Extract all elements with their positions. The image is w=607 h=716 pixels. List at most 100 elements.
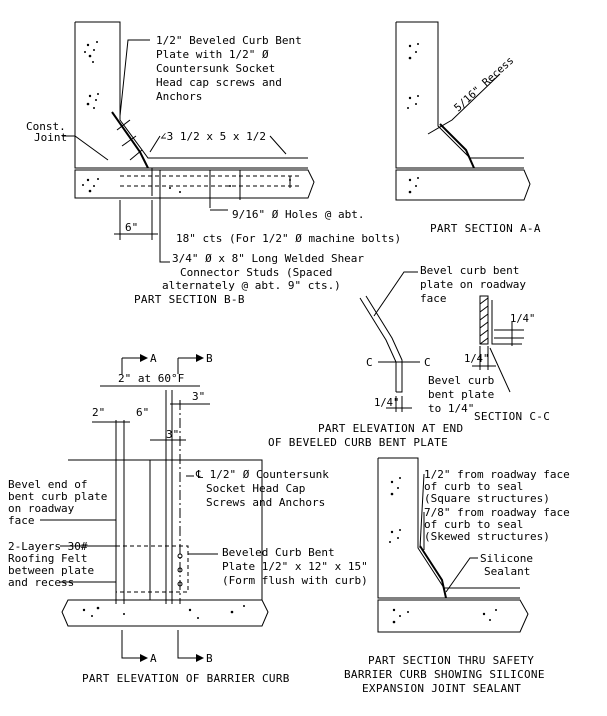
svg-text:Roofing Felt: Roofing Felt xyxy=(8,552,87,565)
svg-text:Bevel end of: Bevel end of xyxy=(8,478,87,491)
dim-quarter-end xyxy=(386,396,412,412)
holes-label-2: 18" cts (For 1/2" Ø machine bolts) xyxy=(176,232,401,245)
svg-text:Anchors: Anchors xyxy=(156,90,202,103)
dim-6-bb xyxy=(114,200,158,240)
svg-text:between plate: between plate xyxy=(8,564,94,577)
sealant-label-2: Sealant xyxy=(484,565,530,578)
deck-dots-aa xyxy=(408,177,419,194)
bevel-note: Bevel curb bent plate on roadway face xyxy=(420,264,526,305)
svg-text:1/2" Beveled Curb Bent: 1/2" Beveled Curb Bent xyxy=(156,34,302,47)
dim-6-elev-label: 6" xyxy=(136,406,149,419)
const-joint-label-2: Joint xyxy=(34,131,67,144)
title-section-bb: PART SECTION B-B xyxy=(134,293,245,306)
section-mark-a-bot xyxy=(121,630,140,659)
aggregate-dots-seal xyxy=(389,477,401,543)
const-joint-leader xyxy=(62,135,109,161)
svg-text:(Form flush with curb): (Form flush with curb) xyxy=(222,574,368,587)
deck-slab-seal xyxy=(377,599,529,633)
title-end-1: PART ELEVATION AT END xyxy=(318,422,463,435)
cc-dim-left-label: 1/4" xyxy=(464,353,489,365)
screw-3 xyxy=(177,581,183,587)
part-section-bb: 6" Const. Joint 1/2" Beveled Curb Bent P… xyxy=(26,21,401,306)
c-right-label: C xyxy=(424,356,431,369)
svg-text:and recess: and recess xyxy=(8,576,74,589)
part-section-seal: 1/2" from roadway face of curb to seal (… xyxy=(344,457,570,695)
cc-dim-left xyxy=(472,346,496,370)
dim-2-label: 2" xyxy=(92,406,105,419)
cc-hatch xyxy=(479,297,489,345)
arrow-b-top xyxy=(196,354,204,362)
part-elevation-barrier: A B 2" at 60°F 3" 2" 6" 3" xyxy=(8,352,368,685)
svg-text:Head cap screws and: Head cap screws and xyxy=(156,76,282,89)
plate-dashed-rect xyxy=(116,545,189,593)
plate-note-bb: 1/2" Beveled Curb Bent Plate with 1/2" Ø… xyxy=(156,34,302,103)
aggregate-dots xyxy=(84,41,99,109)
const-joint-label-1: Const. xyxy=(26,120,66,133)
plate-note-leader xyxy=(119,39,150,117)
studs-label: 3/4" Ø x 8" Long Welded Shear xyxy=(172,252,364,265)
svg-text:bent curb plate: bent curb plate xyxy=(8,490,107,503)
svg-text:face: face xyxy=(8,514,35,527)
deck-dots-seal xyxy=(392,608,497,624)
deck-slab-bb xyxy=(74,169,315,199)
deck-dots-bb xyxy=(82,178,291,193)
barrier-outline-aa xyxy=(395,21,524,169)
svg-text:bent plate: bent plate xyxy=(428,388,494,401)
section-mark-b-bot xyxy=(177,630,196,659)
c-left-label: C xyxy=(366,356,373,369)
barrier-outline-seal xyxy=(377,457,520,599)
seal-leader-1 xyxy=(419,473,425,549)
svg-text:of curb to seal: of curb to seal xyxy=(424,518,523,531)
title-section-cc: SECTION C-C xyxy=(474,410,550,423)
arrow-b-bot xyxy=(196,654,204,662)
dim-2-60f-label: 2" at 60°F xyxy=(118,372,184,385)
svg-text:Plate with 1/2" Ø: Plate with 1/2" Ø xyxy=(156,48,269,61)
studs-leader xyxy=(159,170,170,263)
anchor-2 xyxy=(121,135,137,147)
svg-text:face: face xyxy=(420,292,447,305)
arrow-a-top xyxy=(140,354,148,362)
svg-text:to 1/4": to 1/4" xyxy=(428,402,474,415)
felt-note: 2-Layers 30# Roofing Felt between plate … xyxy=(8,540,94,589)
seal-note-1: 1/2" from roadway face of curb to seal (… xyxy=(424,468,570,505)
title-end-2: OF BEVELED CURB BENT PLATE xyxy=(268,436,448,449)
barrier-outline-bb xyxy=(74,21,308,169)
deck-slab-aa xyxy=(395,169,531,201)
section-mark-b-top xyxy=(177,357,196,374)
svg-text:Socket Head Cap: Socket Head Cap xyxy=(206,482,305,495)
cc-dim-top-label: 1/4" xyxy=(510,313,535,325)
anchor-1 xyxy=(116,119,131,131)
title-seal-1: PART SECTION THRU SAFETY xyxy=(368,654,534,667)
title-elevation-barrier: PART ELEVATION OF BARRIER CURB xyxy=(82,672,290,685)
end-plate-outline xyxy=(359,295,403,393)
mark-a-bot: A xyxy=(150,652,157,665)
svg-text:℄ 1/2" Ø Countersunk: ℄ 1/2" Ø Countersunk xyxy=(195,468,329,481)
bent-plate-aa xyxy=(439,123,475,169)
svg-text:Screws and Anchors: Screws and Anchors xyxy=(206,496,325,509)
felt-leader xyxy=(60,545,116,583)
deck-dots-elev xyxy=(82,605,245,619)
mark-b-top: B xyxy=(206,352,213,365)
part-section-aa: 5/16" Recess PART SECTION A-A xyxy=(395,21,541,235)
svg-text:Bevel curb bent: Bevel curb bent xyxy=(420,264,519,277)
studs-label-3: alternately @ abt. 9" cts.) xyxy=(162,279,341,292)
recess-label: 5/16" Recess xyxy=(452,55,516,115)
svg-text:on roadway: on roadway xyxy=(8,502,75,515)
svg-text:Countersunk Socket: Countersunk Socket xyxy=(156,62,275,75)
title-seal-3: EXPANSION JOINT SEALANT xyxy=(362,682,521,695)
screw-2 xyxy=(177,567,183,573)
svg-text:(Skewed structures): (Skewed structures) xyxy=(424,530,550,543)
plate-note-elev: Beveled Curb Bent Plate 1/2" x 12" x 15"… xyxy=(222,546,368,587)
arrow-a-bot xyxy=(140,654,148,662)
svg-text:plate on roadway: plate on roadway xyxy=(420,278,526,291)
svg-text:1/2" from roadway face: 1/2" from roadway face xyxy=(424,468,570,481)
dim-3-label: 3" xyxy=(192,390,205,403)
cc-note: Bevel curb bent plate to 1/4" xyxy=(428,374,494,415)
svg-text:Bevel curb: Bevel curb xyxy=(428,374,494,387)
dim-6-bb-label: 6" xyxy=(125,221,138,234)
dim-quarter-end-label: 1/4" xyxy=(374,397,399,409)
angle-label: ∠3 1/2 x 5 x 1/2 xyxy=(160,130,266,143)
svg-text:Beveled Curb Bent: Beveled Curb Bent xyxy=(222,546,335,559)
title-section-aa: PART SECTION A-A xyxy=(430,222,541,235)
mark-a-top: A xyxy=(150,352,157,365)
